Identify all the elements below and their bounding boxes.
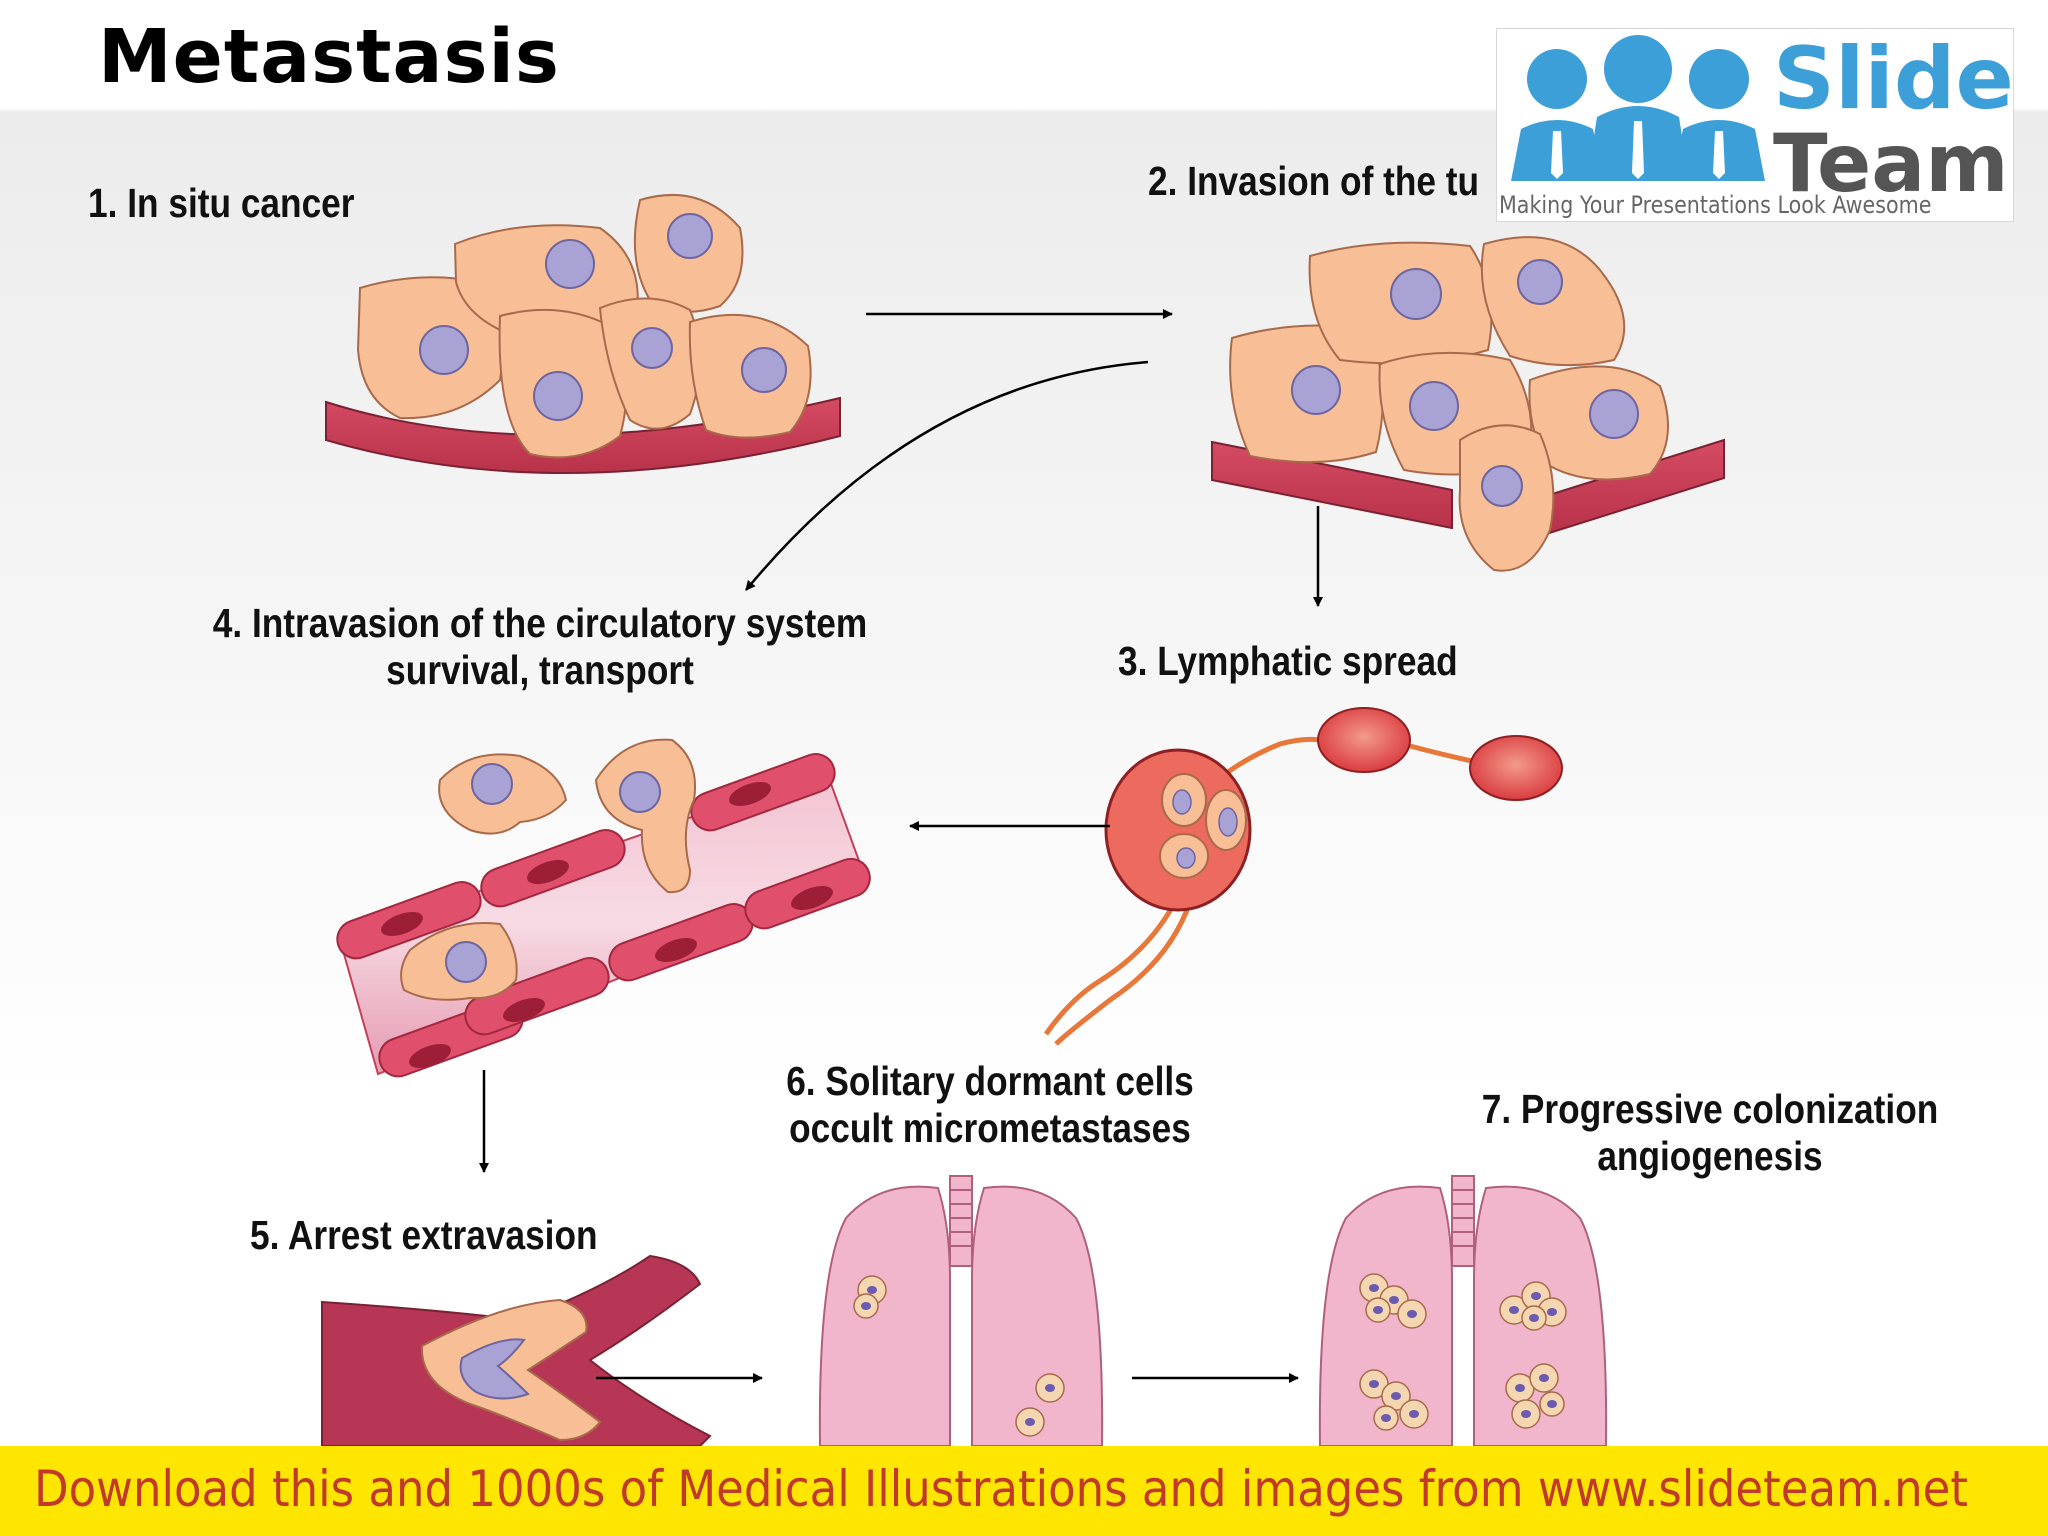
- step-5-label: 5. Arrest extravasion: [250, 1212, 598, 1258]
- step-3-label: 3. Lymphatic spread: [1118, 638, 1458, 684]
- step-1-label: 1. In situ cancer: [88, 180, 355, 226]
- lungs-colonization-illustration: [1318, 1175, 1608, 1447]
- logo-word-slide: Slide: [1773, 29, 2014, 129]
- logo-word-team: Team: [1773, 117, 2009, 210]
- step-4-label-line-1: 4. Intravasion of the circulatory system: [212, 600, 868, 646]
- arrow-stage2-to-stage4: [745, 360, 1149, 591]
- step-2-label: 2. Invasion of the tu: [1148, 158, 1480, 204]
- step-6-label-line-1: 6. Solitary dormant cells: [786, 1058, 1194, 1104]
- step-4-label: 4. Intravasion of the circulatory system…: [205, 600, 876, 694]
- step-7-label-line-2: angiogenesis: [1597, 1133, 1823, 1179]
- step-6-label-line-2: occult micrometastases: [789, 1105, 1191, 1151]
- lymphatic-spread-illustration: [1043, 707, 1563, 1046]
- invasion-illustration: [1211, 236, 1725, 572]
- arrest-extravasion-illustration: [321, 1254, 712, 1447]
- logo-tagline: Making Your Presentations Look Awesome: [1499, 191, 1932, 219]
- step-4-label-line-2: survival, transport: [386, 647, 694, 693]
- step-6-label: 6. Solitary dormant cells occult microme…: [741, 1058, 1240, 1152]
- download-banner[interactable]: Download this and 1000s of Medical Illus…: [0, 1446, 2048, 1536]
- download-banner-text[interactable]: Download this and 1000s of Medical Illus…: [34, 1460, 1969, 1518]
- people-icon: [1511, 35, 1765, 181]
- step-7-label-line-1: 7. Progressive colonization: [1481, 1086, 1939, 1132]
- blood-vessel-illustration: [336, 738, 871, 1078]
- page-title: Metastasis: [98, 14, 560, 100]
- slideteam-logo[interactable]: Slide Team Making Your Presentations Loo…: [1496, 28, 2014, 222]
- in-situ-cancer-illustration: [325, 193, 841, 475]
- lungs-micrometastases-illustration: [818, 1175, 1104, 1447]
- step-7-label: 7. Progressive colonization angiogenesis: [1461, 1086, 1960, 1180]
